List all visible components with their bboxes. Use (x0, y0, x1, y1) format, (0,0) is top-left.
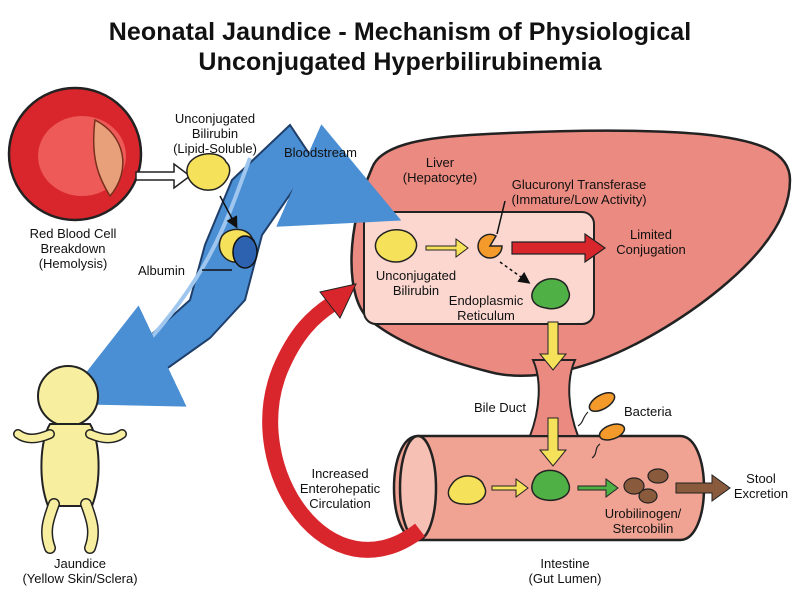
label-glucuronyl-transferase: Glucuronyl Transferase(Immature/Low Acti… (511, 177, 647, 207)
red-blood-cell (7, 86, 143, 222)
bloodstream-vessel (61, 123, 402, 407)
glucuronyl-transferase-enzyme (477, 233, 503, 259)
conjugated-bilirubin-er (531, 278, 571, 310)
label-albumin: Albumin (138, 263, 185, 278)
bile-flow-arrow (538, 321, 568, 371)
bacteria (577, 391, 626, 459)
limited-conjugation-arrow (511, 232, 607, 264)
bilirubin-molecule-top (186, 153, 231, 191)
label-bacteria: Bacteria (624, 404, 672, 419)
title-line-2: Unconjugated Hyperbilirubinemia (198, 48, 602, 76)
bilirubin-molecule-gut (447, 475, 487, 505)
label-intestine: Intestine(Gut Lumen) (528, 556, 602, 586)
label-bile-duct: Bile Duct (474, 400, 527, 415)
label-liver: Liver(Hepatocyte) (402, 155, 478, 185)
rbc-to-bilirubin-arrow (135, 162, 192, 190)
label-jaundice: Jaundice(Yellow Skin/Sclera) (22, 556, 138, 586)
conjugated-bilirubin-gut (531, 469, 571, 502)
bile-duct (528, 359, 580, 437)
label-bloodstream: Bloodstream (284, 145, 357, 160)
title-line-1: Neonatal Jaundice - Mechanism of Physiol… (108, 18, 692, 46)
stercobilin-particles (623, 468, 669, 504)
stool-excretion-arrow (675, 474, 731, 502)
bilirubin-molecule-liver (374, 229, 418, 263)
label-urobilinogen: Urobilinogen/Stercobilin (604, 506, 682, 536)
jaundiced-baby (13, 365, 127, 554)
albumin-protein (232, 235, 258, 269)
enterohepatic-arrow (262, 297, 425, 558)
